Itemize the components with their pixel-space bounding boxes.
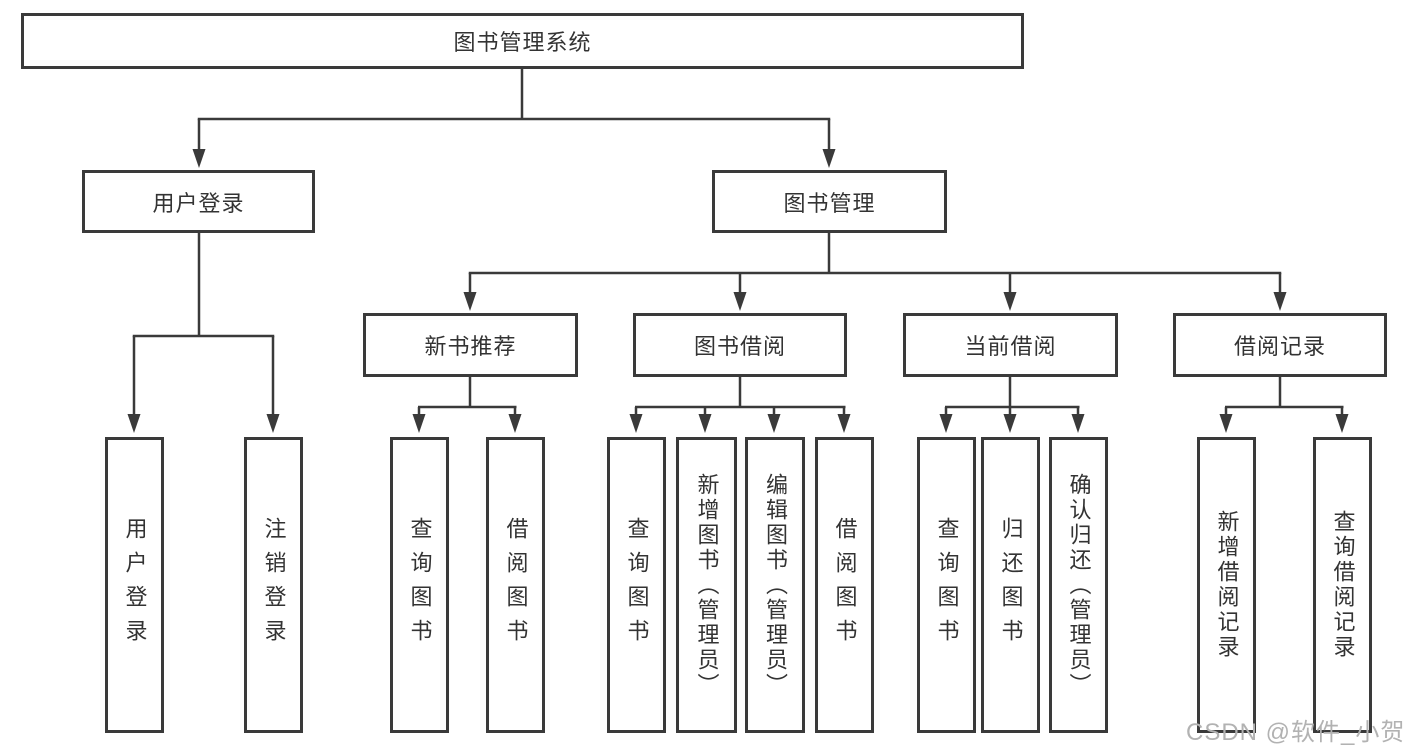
leaf-user-login-label: 用户登录 [122, 517, 148, 653]
leaf-confirm-return-admin: 确认归还（管理员） [1049, 437, 1108, 733]
node-current-borrow-label: 当前借阅 [964, 334, 1057, 359]
node-new-book-recommend: 新书推荐 [363, 313, 578, 377]
leaf-add-borrow-record-label: 新增借阅记录 [1214, 510, 1240, 660]
leaf-query-borrow-record: 查询借阅记录 [1313, 437, 1372, 733]
leaf-borrow-books-recommend-label: 借阅图书 [503, 517, 529, 653]
leaf-borrow-books-recommend: 借阅图书 [486, 437, 545, 733]
leaf-query-borrow-record-label: 查询借阅记录 [1330, 510, 1356, 660]
node-current-borrow: 当前借阅 [903, 313, 1118, 377]
leaf-query-books-borrow: 查询图书 [607, 437, 666, 733]
leaf-query-books-current-label: 查询图书 [934, 517, 960, 653]
leaf-user-login: 用户登录 [105, 437, 164, 733]
leaf-borrow-books: 借阅图书 [815, 437, 874, 733]
leaf-logout-label: 注销登录 [261, 517, 287, 653]
node-library-system-label: 图书管理系统 [453, 30, 592, 55]
leaf-edit-book-admin-label: 编辑图书（管理员） [763, 472, 788, 698]
leaf-add-borrow-record: 新增借阅记录 [1197, 437, 1256, 733]
leaf-logout: 注销登录 [244, 437, 303, 733]
leaf-borrow-books-label: 借阅图书 [832, 517, 858, 653]
node-user-login-label: 用户登录 [152, 190, 245, 216]
leaf-return-books: 归还图书 [981, 437, 1040, 733]
node-borrow-records-label: 借阅记录 [1233, 334, 1326, 359]
node-book-borrow: 图书借阅 [633, 313, 847, 377]
node-library-system: 图书管理系统 [21, 13, 1024, 69]
node-book-management: 图书管理 [712, 170, 947, 233]
leaf-confirm-return-admin-label: 确认归还（管理员） [1066, 472, 1092, 698]
leaf-query-books-recommend: 查询图书 [390, 437, 449, 733]
node-user-login: 用户登录 [82, 170, 315, 233]
node-borrow-records: 借阅记录 [1173, 313, 1387, 377]
arrowheads [127, 149, 1349, 433]
leaf-query-books-current: 查询图书 [917, 437, 976, 733]
leaf-edit-book-admin: 编辑图书（管理员） [745, 437, 805, 733]
node-new-book-recommend-label: 新书推荐 [424, 334, 517, 359]
leaf-query-books-borrow-label: 查询图书 [624, 517, 650, 653]
node-book-borrow-label: 图书借阅 [693, 334, 786, 359]
leaf-add-book-admin-label: 新增图书（管理员） [694, 472, 720, 698]
node-book-management-label: 图书管理 [783, 190, 876, 216]
watermark: CSDN @软件_小贺同学 [1186, 719, 1405, 746]
leaf-add-book-admin: 新增图书（管理员） [676, 437, 737, 733]
leaf-query-books-recommend-label: 查询图书 [407, 517, 433, 653]
leaf-return-books-label: 归还图书 [998, 517, 1024, 653]
